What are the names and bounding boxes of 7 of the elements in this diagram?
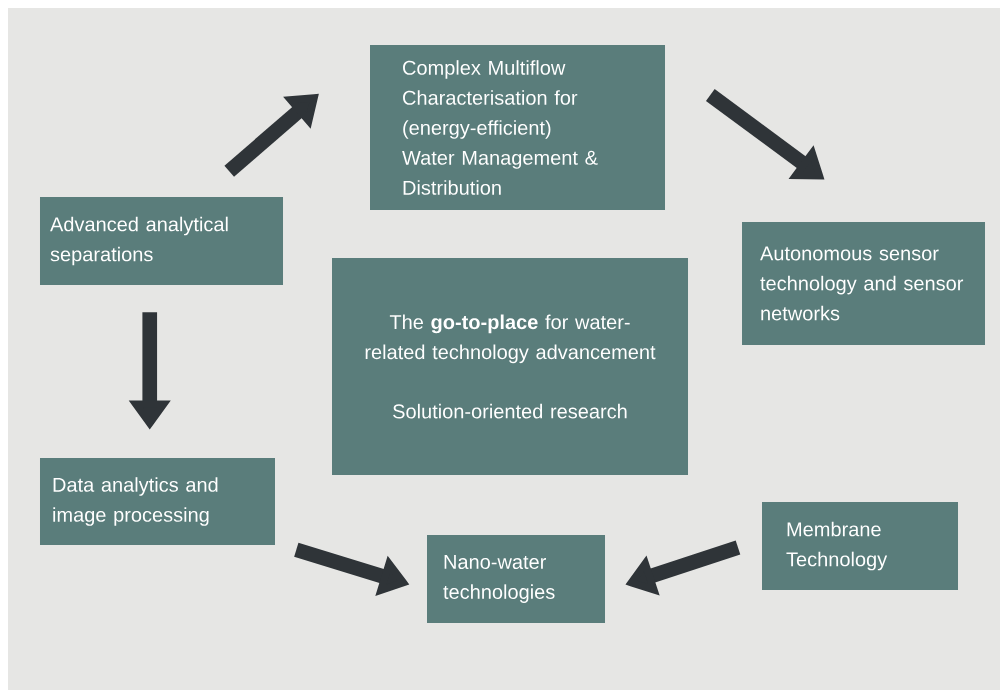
text-box: Autonomous sensor technology and sensor networks [742, 222, 985, 345]
text-box: Complex Multiflow Characterisation for (energy-efficient) Water Management & Distribution [370, 45, 665, 210]
text-box: Advanced analytical separations [40, 197, 283, 285]
text-box: Nano-water technologies [427, 535, 605, 623]
text-box: Membrane Technology [762, 502, 958, 590]
text-box: The go-to-place for water-related technology advancement Solution-oriented research [332, 258, 688, 475]
text-box: Data analytics and image processing [40, 458, 275, 545]
